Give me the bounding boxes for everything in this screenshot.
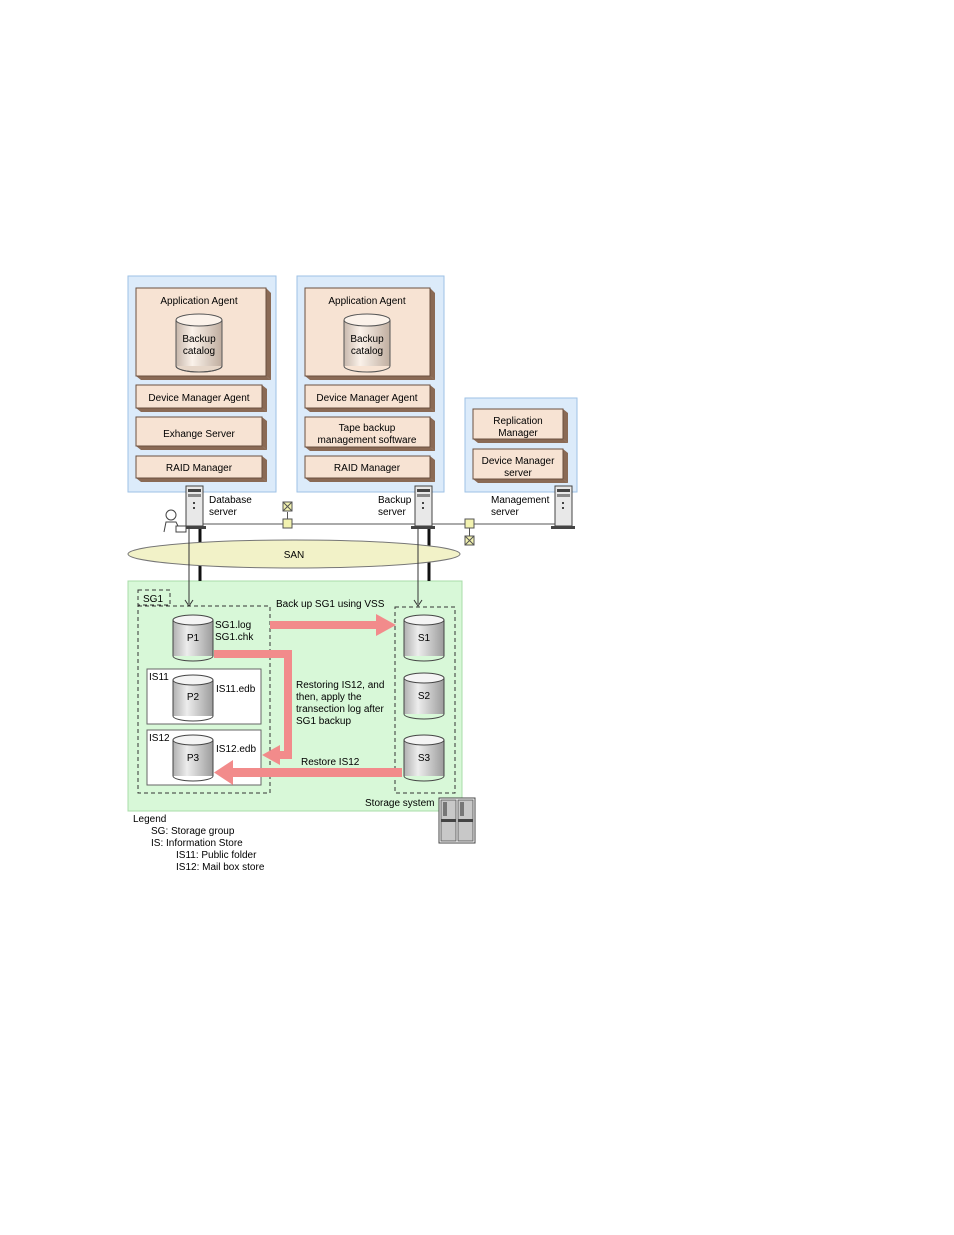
mg-replication-manager-box: Replication Manager xyxy=(472,408,568,443)
sg1-group-box xyxy=(137,605,271,794)
mg-replication-label-1: Replication xyxy=(493,416,542,427)
p2-label: P2 xyxy=(187,692,200,703)
backup-server-label-1: Backup xyxy=(378,495,412,506)
backup-server-label-2: server xyxy=(378,507,406,518)
mg-replication-label-2: Manager xyxy=(498,428,538,439)
is11-file: IS11.edb xyxy=(216,684,256,695)
mg-dm-server-label-2: server xyxy=(504,468,532,479)
restore-arrow xyxy=(214,760,402,785)
bk-application-agent-label: Application Agent xyxy=(328,296,406,307)
lan-hub-2 xyxy=(464,518,475,529)
management-server-label-1: Management xyxy=(491,495,550,506)
bk-raid-manager-box: RAID Manager xyxy=(304,455,435,482)
p2-volume-cylinder: P2 xyxy=(172,674,214,722)
bk-access-arrowhead xyxy=(413,599,423,607)
p3-label: P3 xyxy=(187,753,200,764)
bk-tape-label-2: management software xyxy=(318,435,417,446)
secondary-group-box xyxy=(394,606,456,794)
db-dm-agent-label: Device Manager Agent xyxy=(148,393,249,404)
bk-tape-label-1: Tape backup xyxy=(339,423,396,434)
db-catalog-label-1: Backup xyxy=(182,334,216,345)
mg-device-manager-server-box: Device Manager server xyxy=(472,448,568,483)
mg-dm-server-label-1: Device Manager xyxy=(482,456,555,467)
legend-is11: IS11: Public folder xyxy=(176,850,257,861)
legend-is: IS: Information Store xyxy=(151,838,243,849)
management-server-label-2: server xyxy=(491,507,519,518)
restore-flow-label: Restore IS12 xyxy=(301,757,360,768)
legend-title: Legend xyxy=(133,814,166,825)
s2-label: S2 xyxy=(418,691,431,702)
sg1-label: SG1 xyxy=(143,594,163,605)
san-ellipse xyxy=(127,539,461,569)
bk-device-manager-agent-box: Device Manager Agent xyxy=(304,384,435,412)
database-server-label-1: Database xyxy=(209,495,252,506)
management-server-icon xyxy=(551,485,575,529)
db-application-agent-label: Application Agent xyxy=(160,296,238,307)
backup-server-icon xyxy=(411,485,435,529)
bk-catalog-label-1: Backup xyxy=(350,334,384,345)
db-exchange-label: Exhange Server xyxy=(163,429,235,440)
lan-hub-1 xyxy=(282,518,293,529)
db-backup-catalog-cylinder: Backup catalog xyxy=(175,313,223,373)
p1-file-1: SG1.log xyxy=(215,620,251,631)
restoring-flow-label-4: SG1 backup xyxy=(296,716,351,727)
s2-volume-cylinder: S2 xyxy=(403,672,445,720)
restoring-arrow xyxy=(214,650,292,765)
p1-volume-cylinder: P1 xyxy=(172,614,214,662)
lan-connector-icon-2 xyxy=(464,535,475,546)
lan-connector-icon-1 xyxy=(282,501,293,512)
restoring-flow-label-3: transection log after xyxy=(296,704,384,715)
bk-raid-label: RAID Manager xyxy=(334,463,401,474)
storage-system-label: Storage system xyxy=(365,798,434,809)
p3-volume-cylinder: P3 xyxy=(172,734,214,782)
bk-backup-catalog-cylinder: Backup catalog xyxy=(343,313,391,373)
p1-file-2: SG1.chk xyxy=(215,632,254,643)
db-raid-label: RAID Manager xyxy=(166,463,233,474)
storage-system-icon xyxy=(438,797,476,844)
s3-label: S3 xyxy=(418,753,431,764)
db-exchange-server-box: Exhange Server xyxy=(135,416,267,450)
s3-volume-cylinder: S3 xyxy=(403,734,445,782)
legend-is12: IS12: Mail box store xyxy=(176,862,265,873)
database-server-icon xyxy=(182,485,206,529)
bk-dm-agent-label: Device Manager Agent xyxy=(316,393,417,404)
backup-arrow xyxy=(270,614,396,636)
db-raid-manager-box: RAID Manager xyxy=(135,455,267,482)
legend-sg: SG: Storage group xyxy=(151,826,235,837)
is12-file: IS12.edb xyxy=(216,744,256,755)
user-icon xyxy=(163,509,187,533)
sg1-label-box xyxy=(137,589,171,606)
is11-label: IS11 xyxy=(149,672,169,683)
restoring-flow-label-2: then, apply the xyxy=(296,692,362,703)
restoring-flow-label-1: Restoring IS12, and xyxy=(296,680,384,691)
db-device-manager-agent-box: Device Manager Agent xyxy=(135,384,267,412)
backup-flow-label: Back up SG1 using VSS xyxy=(276,599,385,610)
db-catalog-label-2: catalog xyxy=(183,346,215,357)
p1-label: P1 xyxy=(187,633,200,644)
s1-label: S1 xyxy=(418,633,431,644)
database-server-label-2: server xyxy=(209,507,237,518)
bk-catalog-label-2: catalog xyxy=(351,346,383,357)
s1-volume-cylinder: S1 xyxy=(403,614,445,662)
bk-tape-backup-box: Tape backup management software xyxy=(304,416,435,451)
san-label: SAN xyxy=(284,550,305,561)
is12-label: IS12 xyxy=(149,733,170,744)
